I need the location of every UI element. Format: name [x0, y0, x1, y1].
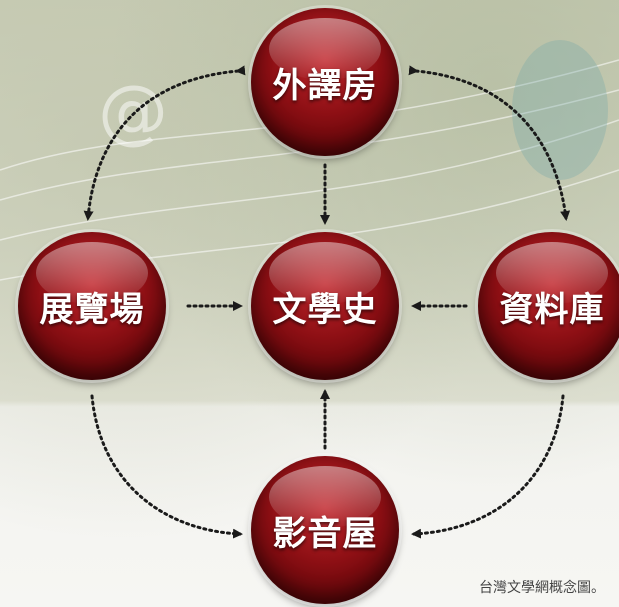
node-media-house[interactable]: 影音屋 [251, 456, 399, 604]
node-translation-room[interactable]: 外譯房 [251, 8, 399, 156]
node-literary-history-label: 文學史 [272, 289, 378, 330]
node-translation-room-label: 外譯房 [272, 65, 378, 106]
node-exhibition-hall-label: 展覽場 [39, 289, 145, 330]
node-database[interactable]: 資料庫 [478, 232, 619, 380]
node-database-label: 資料庫 [499, 289, 605, 330]
figure-caption: 台灣文學網概念圖。 [479, 580, 605, 596]
node-exhibition-hall[interactable]: 展覽場 [18, 232, 166, 380]
arrow-right-bottom [411, 394, 565, 539]
arrow-top-left [83, 65, 246, 221]
arrow-left-bottom [90, 394, 243, 539]
node-literary-history[interactable]: 文學史 [251, 232, 399, 380]
arrow-top-right [408, 65, 571, 221]
node-media-house-label: 影音屋 [272, 513, 378, 554]
